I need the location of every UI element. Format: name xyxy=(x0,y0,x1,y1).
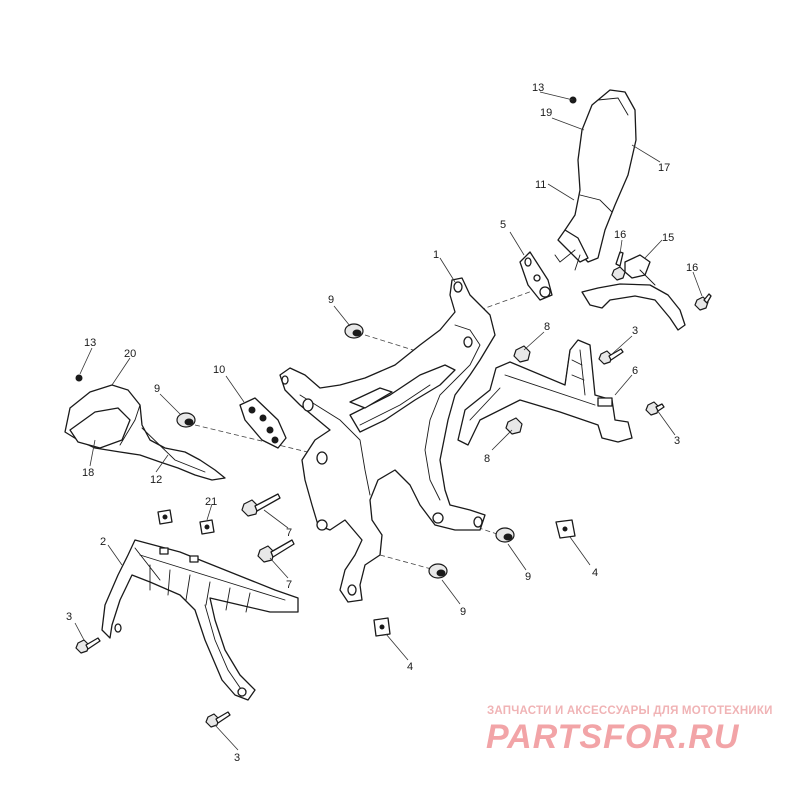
bolt-icon xyxy=(241,493,281,517)
callout-6: 6 xyxy=(632,365,638,377)
callout-11: 11 xyxy=(535,179,546,191)
nut-icon xyxy=(513,345,531,363)
callout-3: 3 xyxy=(66,611,72,623)
lower-bracket xyxy=(101,539,299,701)
callout-3: 3 xyxy=(632,325,638,337)
grommet-icon xyxy=(428,563,448,579)
link-plate xyxy=(519,251,553,301)
callout-16: 16 xyxy=(686,262,698,274)
callout-9: 9 xyxy=(525,571,531,583)
right-mirror-assembly xyxy=(554,89,637,271)
bolt-icon xyxy=(205,711,231,728)
bolt-icon xyxy=(645,401,665,416)
nut-icon xyxy=(505,417,523,435)
callout-9: 9 xyxy=(460,606,466,618)
callout-3: 3 xyxy=(674,435,680,447)
alignment-lines xyxy=(194,289,536,571)
bolt-icon xyxy=(694,293,712,311)
bolt-icon xyxy=(598,348,624,365)
leader-lines xyxy=(74,91,703,751)
clip-nut-icon xyxy=(199,519,215,535)
callout-4: 4 xyxy=(592,567,598,579)
clip-nut-icon xyxy=(555,519,576,539)
bolt-icon xyxy=(611,251,626,281)
callout-8: 8 xyxy=(484,453,490,465)
callout-16: 16 xyxy=(614,229,626,241)
callout-7: 7 xyxy=(286,527,292,539)
callout-numbers: 1 2 3 3 3 3 4 4 5 6 7 7 8 8 9 9 9 9 10 1… xyxy=(66,82,698,764)
callout-9: 9 xyxy=(328,294,334,306)
small-plate xyxy=(239,397,287,449)
callout-8: 8 xyxy=(544,321,550,333)
main-frame-bracket xyxy=(279,277,496,603)
callout-2: 2 xyxy=(100,536,106,548)
callout-13: 13 xyxy=(84,337,96,349)
callout-1: 1 xyxy=(433,249,439,261)
callout-17: 17 xyxy=(658,162,670,174)
grommet-icon xyxy=(495,527,515,543)
wire-bracket xyxy=(581,254,686,331)
callout-5: 5 xyxy=(500,219,506,231)
grommet-icon xyxy=(344,323,364,339)
callout-15: 15 xyxy=(662,232,674,244)
clip-nut-icon xyxy=(373,617,391,637)
callout-13: 13 xyxy=(532,82,544,94)
callout-18: 18 xyxy=(82,467,94,479)
callout-19: 19 xyxy=(540,107,552,119)
cross-bracket xyxy=(457,339,633,446)
bolt-icon xyxy=(75,637,101,654)
fasteners xyxy=(75,251,712,728)
callout-4: 4 xyxy=(407,661,413,673)
callout-3: 3 xyxy=(234,752,240,764)
watermark-tagline: ЗАПЧАСТИ И АКСЕССУАРЫ ДЛЯ МОТОТЕХНИКИ xyxy=(487,705,773,717)
callout-20: 20 xyxy=(124,348,136,360)
watermark-brand: PARTSFOR.RU xyxy=(486,718,740,756)
left-mirror-assembly xyxy=(64,374,226,481)
callout-9: 9 xyxy=(154,383,160,395)
grommet-icon xyxy=(176,412,196,428)
bolt-icon xyxy=(257,539,295,563)
clip-nut-icon xyxy=(157,509,173,525)
callout-12: 12 xyxy=(150,474,162,486)
callout-10: 10 xyxy=(213,364,225,376)
callout-7: 7 xyxy=(286,579,292,591)
callout-21: 21 xyxy=(205,496,217,508)
